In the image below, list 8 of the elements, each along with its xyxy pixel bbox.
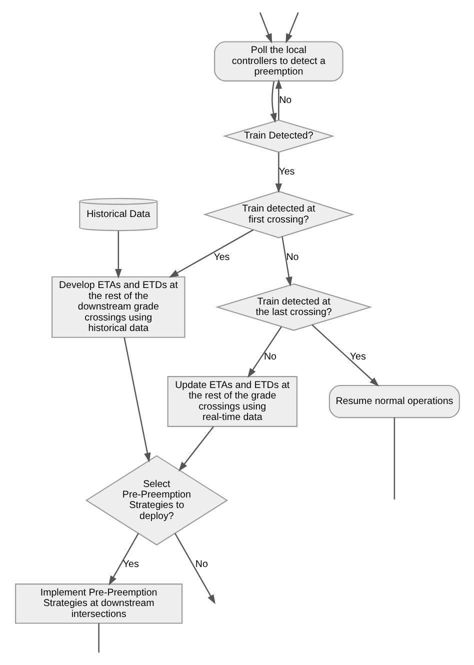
edge-label: Yes (122, 558, 138, 570)
edge-label: No (278, 95, 292, 106)
edge-label: No (263, 351, 276, 362)
edge-label: Yes (349, 351, 366, 362)
edge-label: Yes (213, 252, 230, 263)
edge-label: Yes (278, 166, 294, 178)
edge-label: No (286, 252, 298, 263)
edge-label: No (194, 558, 208, 570)
